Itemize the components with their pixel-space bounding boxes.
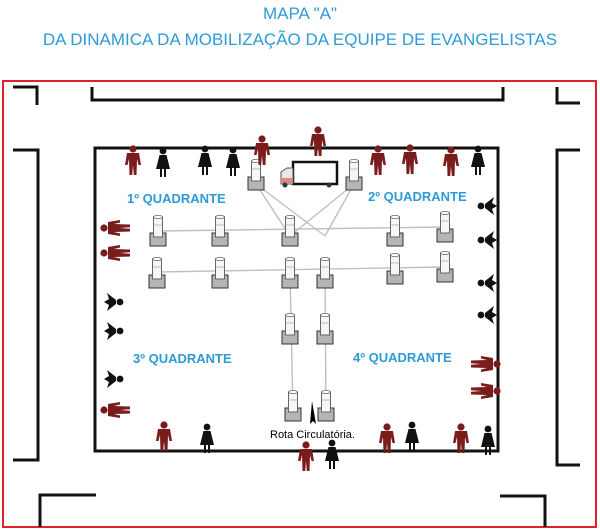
male-person-icon bbox=[379, 423, 395, 453]
male-person-icon bbox=[370, 145, 386, 175]
female-person-icon bbox=[198, 145, 212, 175]
quadrant-1-label: 1º QUADRANTE bbox=[127, 191, 226, 206]
person-top-view-icon bbox=[104, 293, 124, 311]
female-person-icon bbox=[471, 145, 485, 175]
female-person-icon bbox=[325, 439, 339, 469]
quadrant-2-label: 2º QUADRANTE bbox=[368, 189, 467, 204]
male-person-icon bbox=[156, 421, 172, 451]
person-top-view-icon bbox=[477, 197, 497, 215]
drum-barrel-icon bbox=[211, 256, 229, 289]
route-arrow-icon bbox=[310, 401, 316, 424]
female-person-icon bbox=[405, 421, 419, 451]
city-blocks bbox=[13, 85, 580, 527]
person-top-view-icon bbox=[477, 231, 497, 249]
male-person-icon bbox=[471, 383, 501, 399]
outer-frame bbox=[2, 80, 597, 528]
drum-barrel-icon bbox=[281, 256, 299, 289]
drum-barrel-icon bbox=[281, 312, 299, 345]
female-person-icon bbox=[200, 423, 214, 453]
male-person-icon bbox=[453, 423, 469, 453]
drum-barrel-icon bbox=[345, 158, 363, 191]
drum-barrel-icon bbox=[316, 312, 334, 345]
male-person-icon bbox=[100, 220, 130, 236]
drum-barrel-icon bbox=[386, 214, 404, 247]
map-subtitle: DA DINAMICA DA MOBILIZAÇÃO DA EQUIPE DE … bbox=[42, 30, 558, 49]
female-person-icon bbox=[156, 147, 170, 177]
central-block bbox=[93, 146, 500, 453]
female-person-icon bbox=[226, 146, 240, 176]
block-left bbox=[13, 148, 40, 462]
block-corner-bottom-left bbox=[38, 493, 96, 527]
quadrant-3-label: 3º QUADRANTE bbox=[133, 351, 232, 366]
drum-barrel-icon bbox=[148, 256, 166, 289]
truck-icon bbox=[280, 160, 339, 188]
drum-barrel-icon bbox=[316, 256, 334, 289]
connection-lines bbox=[156, 183, 446, 413]
person-top-view-icon bbox=[477, 306, 497, 324]
person-top-view-icon bbox=[104, 322, 124, 340]
route-label: Rota Circulatória. bbox=[270, 429, 355, 441]
male-person-icon bbox=[125, 145, 141, 175]
drum-barrel-icon bbox=[247, 158, 265, 191]
block-corner-top-left bbox=[13, 85, 39, 105]
drum-barrel-icon bbox=[386, 252, 404, 285]
drum-barrel-icon bbox=[284, 389, 302, 422]
block-corner-bottom-right bbox=[500, 494, 547, 527]
map-title: MAPA "A" bbox=[262, 4, 338, 23]
block-corner-top-right bbox=[555, 87, 580, 105]
male-person-icon bbox=[298, 441, 314, 471]
block-top bbox=[90, 87, 505, 102]
male-person-icon bbox=[100, 245, 130, 261]
male-person-icon bbox=[310, 126, 326, 156]
male-person-icon bbox=[471, 356, 501, 372]
drum-barrel-icon bbox=[317, 389, 335, 422]
male-person-icon bbox=[443, 146, 459, 176]
person-top-view-icon bbox=[477, 274, 497, 292]
person-top-view-icon bbox=[104, 370, 124, 388]
quadrant-4-label: 4º QUADRANTE bbox=[353, 350, 452, 365]
male-person-icon bbox=[100, 402, 130, 418]
block-right bbox=[555, 148, 580, 467]
